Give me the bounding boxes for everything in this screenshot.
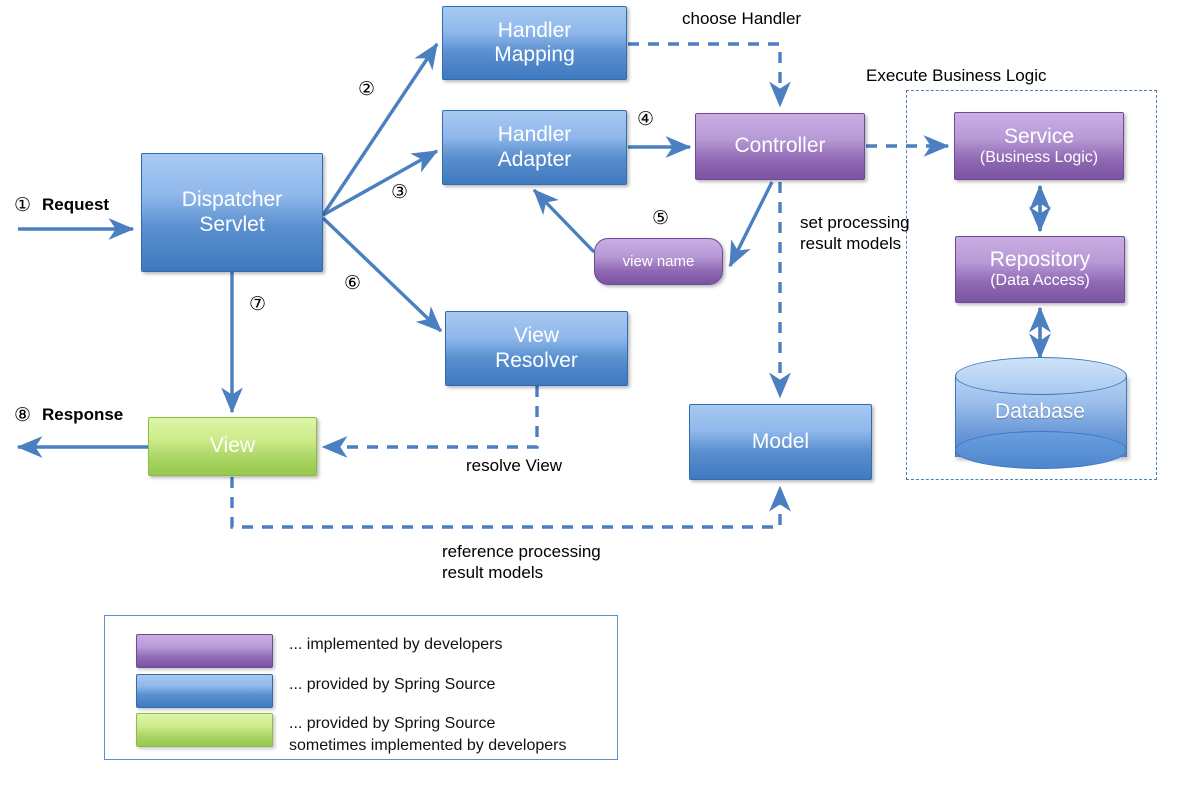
node-label: Dispatcher	[181, 188, 283, 212]
node-view-name[interactable]: view name	[594, 238, 723, 285]
arrow-step6	[321, 216, 443, 333]
step-number-6: ⑥	[344, 273, 362, 294]
label-resolve-view: resolve View	[466, 456, 563, 475]
node-view-resolver[interactable]: View Resolver	[445, 311, 628, 386]
node-label: Resolver	[495, 348, 578, 372]
legend-label: ... provided by Spring Source sometimes …	[289, 715, 567, 754]
node-label: Adapter	[497, 147, 572, 171]
dashed-choose-handler	[628, 42, 791, 108]
node-label: View	[513, 324, 560, 348]
node-service[interactable]: Service (Business Logic)	[954, 112, 1124, 180]
node-label: Repository	[989, 248, 1091, 272]
node-label: Database	[995, 400, 1085, 423]
node-model[interactable]: Model	[689, 404, 872, 480]
node-repository[interactable]: Repository (Data Access)	[955, 236, 1125, 303]
legend-swatch-blue	[136, 674, 273, 708]
execute-business-logic-region	[906, 90, 1157, 480]
dashed-reference-models	[230, 477, 791, 529]
label-request: Request	[42, 195, 110, 214]
node-label: Handler	[497, 123, 572, 147]
node-controller[interactable]: Controller	[695, 113, 865, 180]
node-label: Handler	[497, 18, 572, 42]
step-number-3: ③	[391, 182, 409, 203]
legend-label: ... provided by Spring Source	[289, 676, 496, 693]
label-reference-processing-result-models: reference processing result models	[442, 542, 601, 583]
legend-box: ... implemented by developers ... provid…	[104, 615, 618, 760]
legend-item: ... provided by Spring Source	[136, 674, 495, 708]
node-label: Model	[751, 429, 810, 453]
label-choose-handler: choose Handler	[682, 9, 802, 28]
label-set-processing-result-models: set processing result models	[800, 213, 910, 254]
execute-business-logic-title: Execute Business Logic	[866, 66, 1047, 85]
label-response: Response	[42, 405, 124, 424]
legend-item: ... implemented by developers	[136, 634, 502, 668]
node-label: Mapping	[494, 43, 575, 66]
dashed-resolve-view	[321, 386, 539, 458]
step-number-4: ④	[637, 109, 655, 130]
legend-swatch-green	[136, 713, 273, 747]
node-dispatcher-servlet[interactable]: Dispatcher Servlet	[141, 153, 323, 272]
arrow-step5	[728, 181, 774, 268]
node-label: View	[209, 434, 256, 458]
database-cylinder-bottom	[955, 431, 1127, 469]
node-sublabel: (Business Logic)	[979, 148, 1099, 166]
arrow-step2	[321, 42, 439, 216]
legend-item: ... provided by Spring Source sometimes …	[136, 713, 566, 756]
node-label: view name	[622, 252, 695, 270]
legend-swatch-purple	[136, 634, 273, 668]
node-view[interactable]: View	[148, 417, 317, 476]
step-number-2: ②	[358, 79, 376, 100]
step-number-5: ⑤	[652, 208, 670, 229]
step-number-7: ⑦	[249, 294, 267, 315]
node-label: Servlet	[199, 212, 265, 236]
node-sublabel: (Data Access)	[990, 272, 1090, 290]
database-cylinder-top	[955, 357, 1127, 395]
node-label: Service	[1003, 124, 1075, 148]
arrow-step3	[322, 149, 439, 217]
node-handler-mapping[interactable]: Handler Mapping	[442, 6, 627, 80]
step-number-8: ⑧	[14, 405, 32, 426]
node-database[interactable]: Database	[955, 357, 1127, 469]
node-handler-adapter[interactable]: Handler Adapter	[442, 110, 627, 185]
step-number-1: ①	[14, 195, 32, 216]
legend-label: ... implemented by developers	[289, 636, 503, 653]
arrow-viewname-to-adapter	[532, 188, 596, 254]
node-label: Controller	[734, 134, 826, 158]
